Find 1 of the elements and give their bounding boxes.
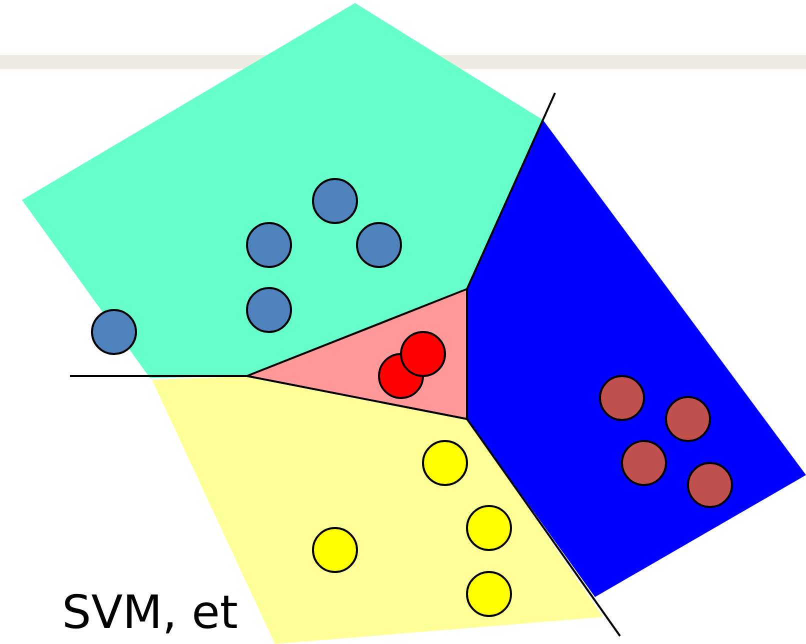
slide-text: SVM, et	[62, 586, 238, 638]
